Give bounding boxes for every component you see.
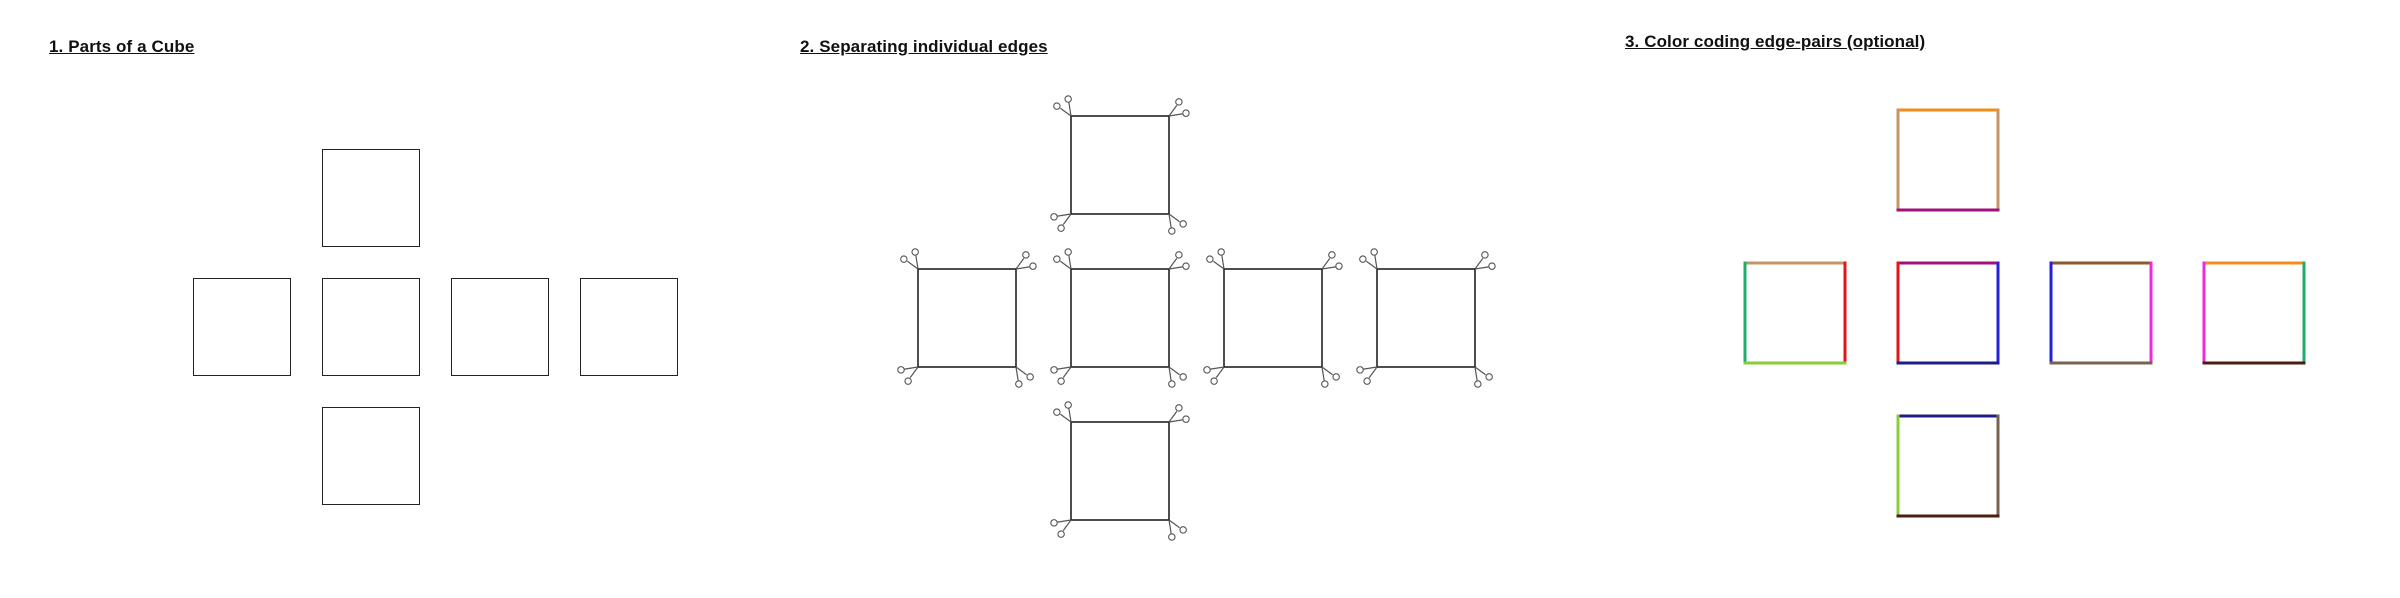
separated-face-front — [1070, 268, 1170, 368]
cube-face-left — [193, 278, 291, 376]
colored-face-front — [1896, 261, 2000, 365]
colored-face-back — [2202, 261, 2306, 365]
heading-parts-of-cube: 1. Parts of a Cube — [49, 37, 195, 56]
colored-face-right — [2049, 261, 2153, 365]
cube-face-front — [322, 278, 420, 376]
colored-face-top — [1896, 108, 2000, 212]
separated-face-back — [1376, 268, 1476, 368]
separated-face-right — [1223, 268, 1323, 368]
heading-separating-edges: 2. Separating individual edges — [800, 37, 1048, 56]
separated-face-top — [1070, 115, 1170, 215]
separated-face-left — [917, 268, 1017, 368]
separated-face-bottom — [1070, 421, 1170, 521]
colored-face-left — [1743, 261, 1847, 365]
colored-face-bottom — [1896, 414, 2000, 518]
separated-faces-diagram — [880, 90, 1520, 560]
cube-face-bottom — [322, 407, 420, 505]
cube-face-back — [580, 278, 678, 376]
heading-color-coding: 3. Color coding edge-pairs (optional) — [1625, 32, 1926, 51]
separated-faces-svg — [893, 91, 1500, 545]
cube-face-top — [322, 149, 420, 247]
cube-face-right — [451, 278, 549, 376]
